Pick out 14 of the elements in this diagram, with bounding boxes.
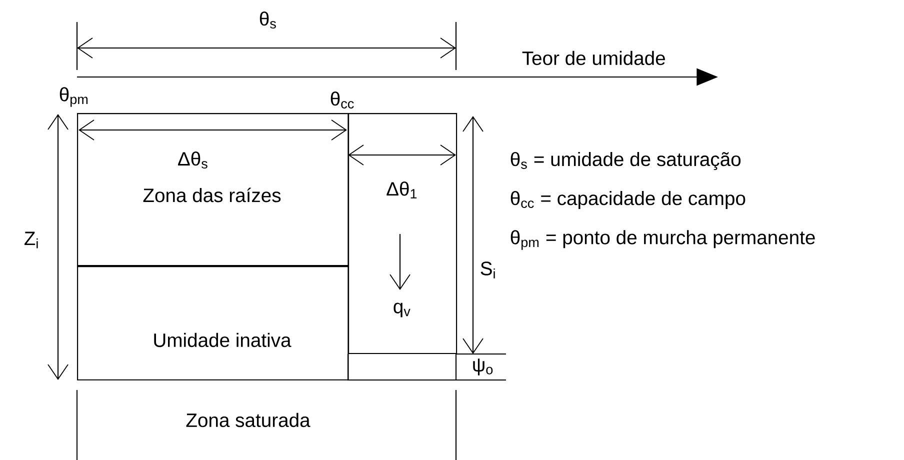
legend-text: θ$_{cc}$ = capacidade de campo — [510, 190, 746, 209]
axis-value: θ$_{cc}$ — [330, 91, 354, 108]
symbol-label: ψ$_{o}$ — [473, 358, 493, 376]
dimension-label: S$_{i}$ — [480, 262, 495, 278]
dimension-label: Δθ$_{s}$ — [178, 151, 208, 168]
zone-label: Zona saturada — [186, 412, 310, 428]
legend-text: θ$_{pm}$ = ponto de murcha permanente — [510, 230, 815, 250]
axis-value: θ$_{pm}$ — [60, 87, 88, 107]
dimension-label: θ$_{s}$ — [260, 11, 276, 28]
zone-box: Umidade inativa — [77, 266, 349, 380]
zone-box: Δθ$_{1}$ q$_{v}$ — [348, 113, 458, 354]
legend-text: θ$_{s}$ = umidade de saturação — [510, 152, 741, 170]
axis-label: Teor de umidade — [522, 50, 665, 66]
dimension-label: Z$_{i}$ — [24, 232, 38, 248]
